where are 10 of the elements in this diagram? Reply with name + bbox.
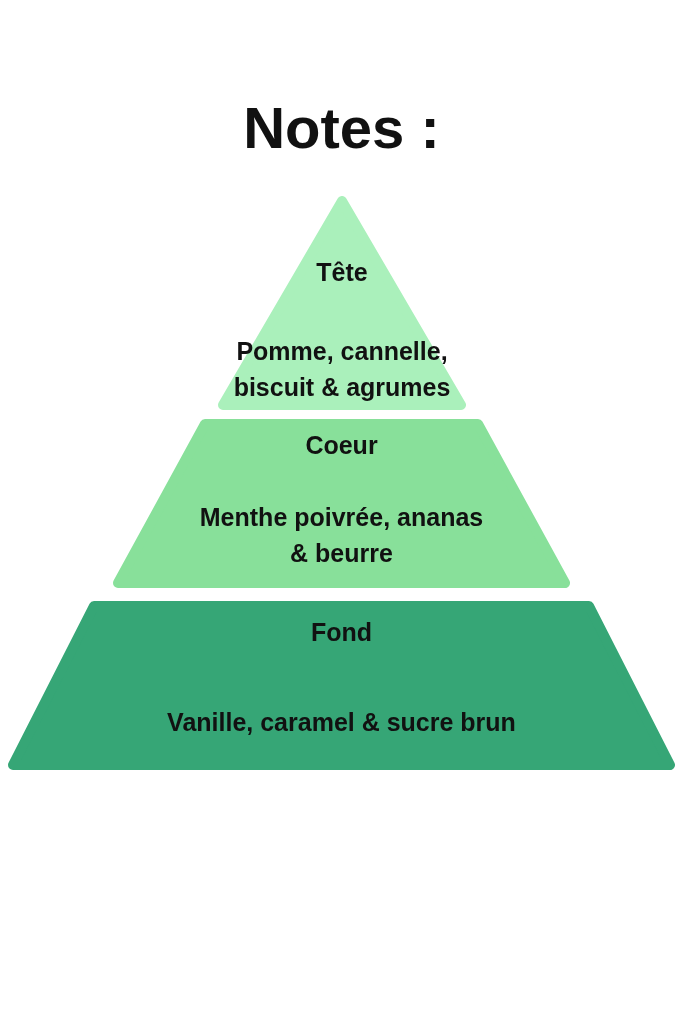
tier-heading: Fond (310, 617, 373, 648)
pyramid-middle-band (113, 419, 570, 588)
tier-heading: Tête (316, 257, 368, 288)
diagram-title: Notes : (243, 94, 440, 162)
tier-heading: Coeur (305, 430, 378, 461)
tier-notes: Menthe poivrée, ananas & beurre (198, 502, 485, 569)
tier-notes: Pomme, cannelle, biscuit & agrumes (232, 336, 452, 403)
pyramid-top-triangle (218, 196, 466, 410)
tier-notes: Vanille, caramel & sucre brun (166, 707, 517, 738)
pyramid-base-band (8, 601, 675, 770)
